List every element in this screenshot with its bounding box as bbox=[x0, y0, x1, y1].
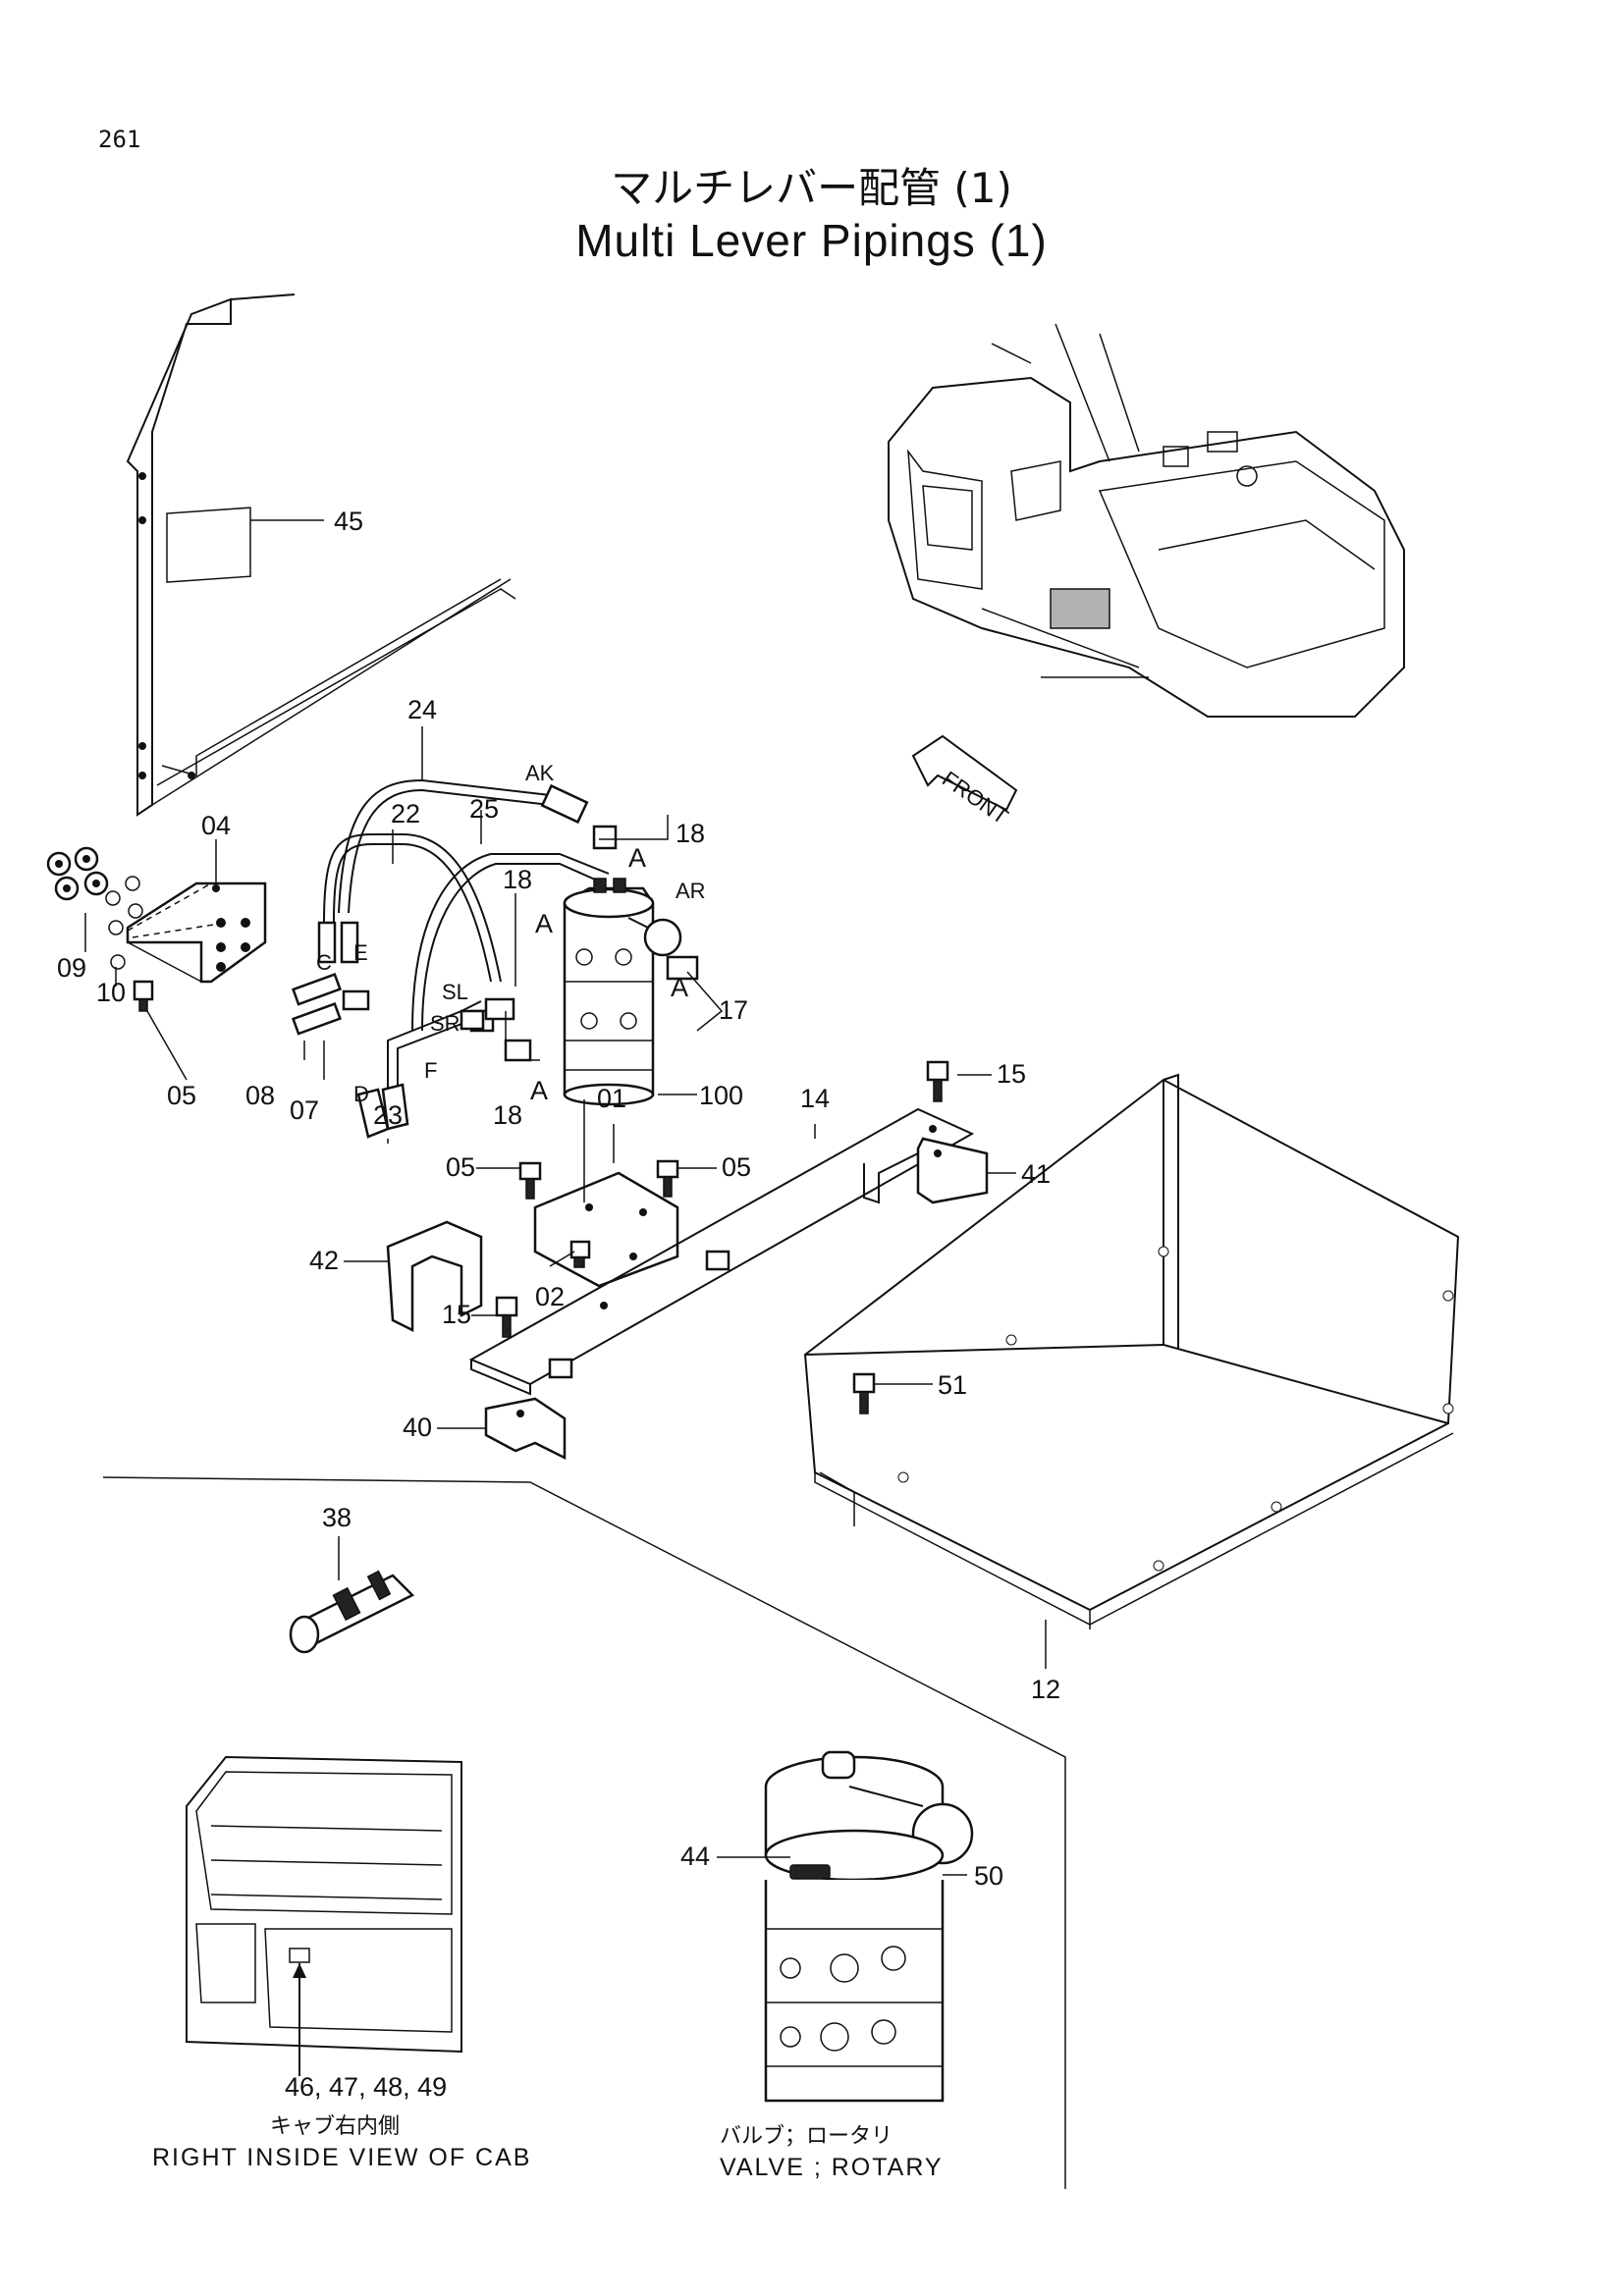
part-label-10: 10 bbox=[96, 978, 126, 1007]
bracket-04 bbox=[126, 881, 267, 984]
front-arrow: FRONT bbox=[911, 734, 1018, 829]
part-label-41: 41 bbox=[1021, 1159, 1051, 1189]
valve-view-captions: バルブ；ロータリ VALVE ; ROTARY bbox=[720, 2124, 944, 2181]
front-label: FRONT bbox=[938, 767, 1012, 829]
fittings bbox=[291, 783, 699, 1139]
rail-14 bbox=[468, 1107, 975, 1396]
part-label-50: 50 bbox=[974, 1861, 1003, 1891]
part-label-38: 38 bbox=[322, 1503, 352, 1532]
part-label-14: 14 bbox=[800, 1084, 830, 1113]
part-label-25: 25 bbox=[469, 794, 499, 824]
valve-caption-jp: バルブ；ロータリ bbox=[720, 2124, 893, 2149]
part-label-17: 17 bbox=[719, 995, 748, 1025]
cab-inside-view bbox=[186, 1755, 462, 2076]
part-label-15b: 15 bbox=[442, 1300, 471, 1329]
part-label-01: 01 bbox=[597, 1084, 626, 1113]
nuts-09 bbox=[46, 846, 109, 901]
port-label-ak: AK bbox=[525, 761, 555, 785]
cab-caption-en: RIGHT INSIDE VIEW OF CAB bbox=[152, 2144, 531, 2171]
part-label-02: 02 bbox=[535, 1282, 565, 1311]
section-divider bbox=[102, 1476, 1066, 2189]
part-label-05a: 05 bbox=[167, 1081, 196, 1110]
port-label-e: E bbox=[353, 940, 368, 965]
port-label-f: F bbox=[424, 1058, 437, 1083]
valve-caption-en: VALVE ; ROTARY bbox=[720, 2154, 944, 2181]
port-label-c: C bbox=[316, 950, 332, 975]
part-label-07: 07 bbox=[290, 1095, 319, 1125]
port-label-sl: SL bbox=[442, 980, 468, 1004]
part-label-24: 24 bbox=[407, 695, 437, 724]
cab-view-captions: 46, 47, 48, 49 キャブ右内側 RIGHT INSIDE VIEW … bbox=[152, 2072, 531, 2171]
part-label-23: 23 bbox=[373, 1100, 403, 1130]
part-label-18b: 18 bbox=[503, 865, 532, 894]
port-label-a-1: A bbox=[628, 843, 646, 873]
bolt-51 bbox=[852, 1372, 876, 1415]
port-label-ar: AR bbox=[676, 879, 706, 903]
page-number: 261 bbox=[98, 126, 141, 153]
part-label-51: 51 bbox=[938, 1370, 967, 1400]
bolts-05-top bbox=[518, 1159, 679, 1200]
part-label-08: 08 bbox=[245, 1081, 275, 1110]
part-label-100: 100 bbox=[699, 1081, 743, 1110]
tray-12 bbox=[803, 1073, 1460, 1629]
mount-plate-01 bbox=[533, 1171, 679, 1288]
part-label-05b: 05 bbox=[446, 1152, 475, 1182]
bolts-15 bbox=[495, 1060, 949, 1338]
part-label-45: 45 bbox=[334, 507, 363, 536]
pilot-valve-100 bbox=[563, 878, 682, 1106]
port-label-a-3: A bbox=[671, 973, 688, 1002]
title-japanese: マルチレバー配管 (1) bbox=[611, 164, 1012, 212]
part-label-15a: 15 bbox=[997, 1059, 1026, 1089]
part-label-05c: 05 bbox=[722, 1152, 751, 1182]
cab-caption-jp: キャブ右内側 bbox=[270, 2114, 400, 2139]
port-label-d: D bbox=[353, 1082, 369, 1106]
part-label-18c: 18 bbox=[493, 1100, 522, 1130]
leader-lines bbox=[215, 519, 1047, 1876]
title-english: Multi Lever Pipings (1) bbox=[575, 215, 1048, 266]
excavator-overview bbox=[888, 323, 1405, 718]
bolt-05-left bbox=[133, 980, 154, 1012]
port-label-sr: SR bbox=[430, 1011, 460, 1036]
part-label-44: 44 bbox=[680, 1842, 710, 1871]
nut-02 bbox=[569, 1240, 591, 1268]
cab-parts-label: 46, 47, 48, 49 bbox=[285, 2072, 447, 2102]
connector-38 bbox=[289, 1570, 415, 1654]
cab-side-panel bbox=[126, 294, 516, 817]
washers-10 bbox=[105, 876, 143, 970]
bracket-42 bbox=[386, 1220, 483, 1333]
part-label-22: 22 bbox=[391, 799, 420, 828]
port-labels: AK AR C E SL SR D F A A A A bbox=[316, 761, 706, 1106]
bracket-40 bbox=[484, 1397, 567, 1461]
part-label-18a: 18 bbox=[676, 819, 705, 848]
part-label-04: 04 bbox=[201, 811, 231, 840]
part-label-42: 42 bbox=[309, 1246, 339, 1275]
part-label-12: 12 bbox=[1031, 1675, 1060, 1704]
part-labels: 45 24 22 25 04 18 18 09 10 05 08 07 23 1… bbox=[57, 507, 1060, 1891]
part-label-40: 40 bbox=[403, 1413, 432, 1442]
bracket-41 bbox=[916, 1137, 989, 1204]
port-label-a-2: A bbox=[535, 909, 553, 938]
rotary-valve-view bbox=[764, 1750, 974, 2103]
port-label-a-4: A bbox=[530, 1076, 548, 1105]
part-label-09: 09 bbox=[57, 953, 86, 983]
